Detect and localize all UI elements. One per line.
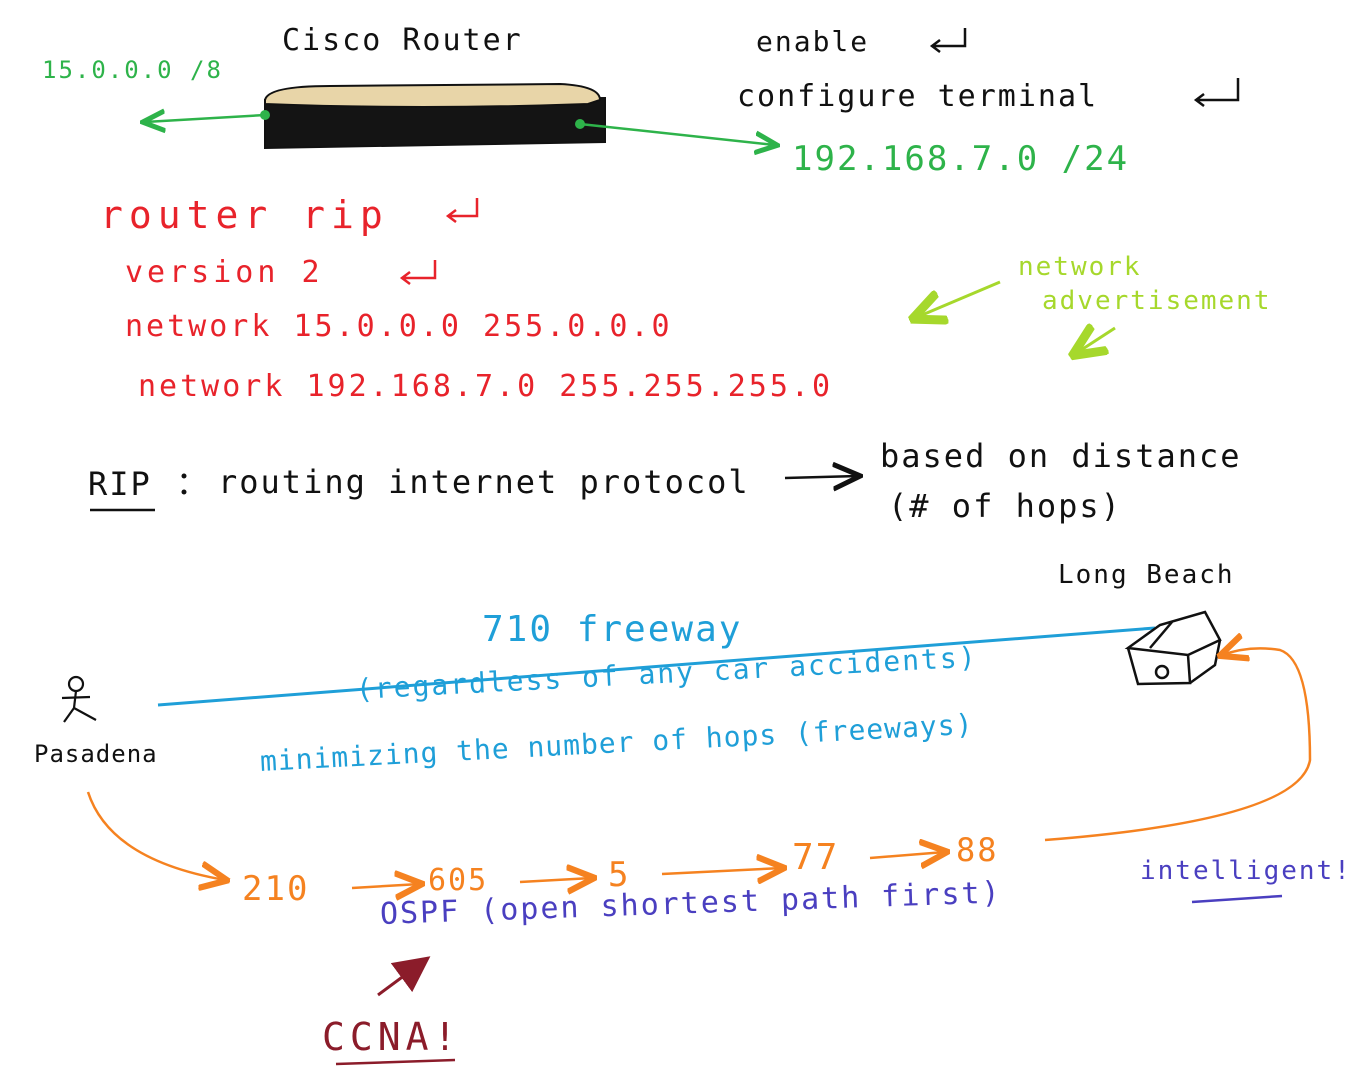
route-start-arrow (86, 791, 225, 880)
router-link-right (575, 119, 775, 145)
rip-result-line-2: (# of hops) (888, 487, 1122, 525)
rip-meaning: routing internet protocol (218, 463, 750, 501)
rip-cmd-network-1: network 15.0.0.0 255.0.0.0 (125, 309, 673, 344)
house-icon (1124, 610, 1222, 686)
rip-cmd-version: version 2 (125, 255, 324, 290)
destination-label: Long Beach (1058, 560, 1235, 590)
router-device-icon (264, 82, 606, 150)
annotation-arrow-1 (915, 280, 1001, 318)
origin-label: Pasadena (34, 740, 158, 768)
cli-enable: enable (756, 25, 870, 58)
right-network-label: 192.168.7.0 /24 (792, 139, 1130, 179)
intelligent-underline (1191, 894, 1283, 904)
intelligent-remark: intelligent! (1140, 856, 1350, 886)
enter-key-icon-red (399, 198, 479, 285)
ccna-underline (335, 1058, 456, 1066)
ccna-label: CCNA! (322, 1015, 462, 1059)
rip-term: RIP (88, 465, 152, 503)
route-hop-210: 210 (242, 869, 310, 909)
router-link-left (145, 110, 270, 122)
ccna-arrow (377, 956, 431, 997)
freeway-710-route (157, 626, 1156, 707)
route-hop-arrows (351, 852, 945, 888)
route-end-arrow (1044, 648, 1312, 842)
route-hop-605: 605 (428, 863, 489, 898)
rip-result-line-1: based on distance (880, 437, 1242, 475)
rip-cmd-router-rip: router rip (100, 193, 389, 237)
annotation-arrow-2 (1075, 328, 1116, 354)
route-hop-88: 88 (956, 831, 999, 869)
route-hop-5: 5 (608, 855, 631, 895)
enter-key-icon (929, 28, 1240, 107)
router-title: Cisco Router (282, 23, 523, 58)
annotation-line-1: network (1018, 252, 1142, 282)
rip-cmd-network-2: network 192.168.7.0 255.255.255.0 (138, 369, 834, 404)
annotation-line-2: advertisement (1042, 286, 1272, 316)
route-hop-77: 77 (792, 837, 840, 878)
freeway-label: 710 freeway (482, 609, 743, 650)
cli-configure-terminal: configure terminal (737, 79, 1099, 114)
rip-result-arrow (784, 476, 858, 478)
left-network-label: 15.0.0.0 /8 (42, 56, 223, 84)
person-icon (61, 675, 97, 723)
